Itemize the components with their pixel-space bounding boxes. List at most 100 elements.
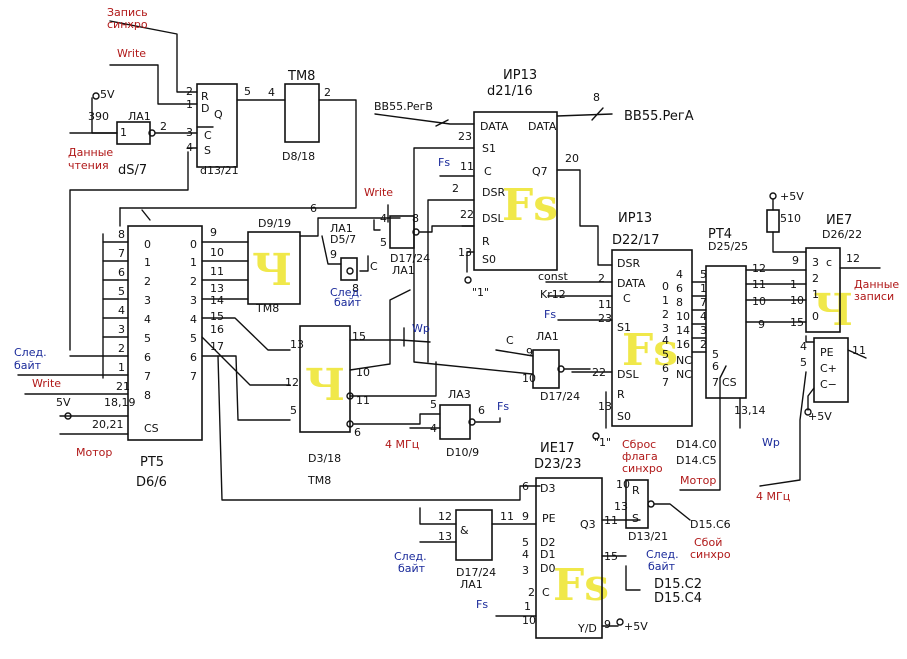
- svg-text:11: 11: [598, 298, 612, 311]
- label-d15-c6: D15.C6: [690, 518, 731, 531]
- svg-text:DSL: DSL: [482, 212, 504, 225]
- svg-text:13: 13: [598, 400, 612, 413]
- svg-text:C−: C−: [820, 378, 837, 391]
- label-write-data-2: записи: [854, 290, 894, 303]
- label-next-byte-mid-2: байт: [334, 296, 362, 309]
- ch4-highlight-a: Ч: [252, 245, 292, 296]
- svg-text:R: R: [201, 90, 209, 103]
- label-read-data: Данные: [68, 146, 113, 159]
- svg-text:8: 8: [352, 282, 359, 295]
- svg-text:7: 7: [118, 247, 125, 260]
- svg-text:10: 10: [210, 246, 224, 259]
- label-5v-plus: +5V: [780, 190, 804, 203]
- svg-text:D: D: [201, 102, 209, 115]
- label-pt5: РТ5: [140, 455, 164, 470]
- svg-text:1: 1: [120, 126, 127, 139]
- svg-text:6: 6: [354, 426, 361, 439]
- svg-text:DATA: DATA: [480, 120, 509, 133]
- label-next-byte-mid: След.: [330, 286, 363, 299]
- svg-text:7: 7: [662, 376, 669, 389]
- tm8-top-chip: 4 2: [268, 83, 331, 143]
- svg-text:12: 12: [438, 510, 452, 523]
- svg-text:C: C: [623, 292, 631, 305]
- label-d15-c4: D15.C4: [654, 591, 702, 606]
- svg-text:7: 7: [700, 296, 707, 309]
- ie7-lower: PE C+ C− 4 5 11: [800, 337, 866, 403]
- svg-text:2: 2: [160, 120, 167, 133]
- label-5v-ie17: +5V: [624, 620, 648, 633]
- svg-text:9: 9: [210, 226, 217, 239]
- svg-text:C: C: [484, 165, 492, 178]
- label-5v-left: 5V: [56, 396, 71, 409]
- svg-text:9: 9: [758, 318, 765, 331]
- svg-text:2: 2: [812, 272, 819, 285]
- label-5v: 5V: [100, 88, 115, 101]
- svg-text:1: 1: [524, 600, 531, 613]
- svg-text:D0: D0: [540, 562, 555, 575]
- label-d22-17: D22/17: [612, 233, 659, 248]
- svg-text:5: 5: [522, 536, 529, 549]
- svg-text:21: 21: [116, 380, 130, 393]
- nand-d17-24: 4 5 8: [380, 212, 420, 249]
- svg-text:20: 20: [565, 152, 579, 165]
- svg-text:DSR: DSR: [482, 186, 505, 199]
- label-d17-24: D17/24: [390, 252, 430, 265]
- label-c-ir: C: [506, 334, 514, 347]
- svg-text:1: 1: [700, 282, 707, 295]
- label-d13-21: d13/21: [200, 164, 239, 177]
- svg-text:13,14: 13,14: [734, 404, 766, 417]
- svg-text:R: R: [482, 235, 490, 248]
- svg-text:8: 8: [118, 228, 125, 241]
- svg-text:8: 8: [593, 91, 600, 104]
- svg-text:0: 0: [662, 280, 669, 293]
- label-la3: ЛА3: [448, 388, 471, 401]
- label-d8-18: D8/18: [282, 150, 315, 163]
- svg-text:3: 3: [144, 294, 151, 307]
- svg-text:9: 9: [792, 254, 799, 267]
- inverter-ln1-top: 1 2: [116, 120, 167, 145]
- svg-text:12: 12: [846, 252, 860, 265]
- svg-text:3: 3: [522, 564, 529, 577]
- svg-text:9: 9: [526, 346, 533, 359]
- label-one-mid: "1": [594, 436, 611, 449]
- svg-text:2: 2: [598, 272, 605, 285]
- svg-text:R: R: [632, 484, 640, 497]
- label-d26-22: D26/22: [822, 228, 862, 241]
- svg-text:23: 23: [598, 312, 612, 325]
- label-4mhz-right: 4 МГц: [756, 490, 790, 503]
- svg-text:15: 15: [352, 330, 366, 343]
- label-d14-c0: D14.C0: [676, 438, 717, 451]
- ch4-highlight-b: Ч: [305, 360, 345, 411]
- svg-text:0: 0: [190, 238, 197, 251]
- resistor-510: [766, 209, 780, 233]
- svg-text:5: 5: [118, 285, 125, 298]
- label-bb55-out: BB55.PeгA: [624, 109, 694, 124]
- and-gate-low: & 12 13 11: [438, 509, 514, 561]
- label-d13-21b: D13/21: [628, 530, 668, 543]
- svg-text:&: &: [460, 524, 469, 537]
- svg-text:D1: D1: [540, 548, 555, 561]
- label-d9-19: D9/19: [258, 217, 291, 230]
- svg-text:4: 4: [522, 548, 529, 561]
- svg-text:4: 4: [268, 86, 275, 99]
- svg-text:8: 8: [676, 296, 683, 309]
- svg-text:5: 5: [144, 332, 151, 345]
- svg-text:8: 8: [144, 389, 151, 402]
- label-d5-7b: D5/7: [330, 233, 356, 246]
- label-d5-7: dS/7: [118, 163, 147, 178]
- svg-text:6: 6: [478, 404, 485, 417]
- svg-text:4: 4: [380, 212, 387, 225]
- label-tm8-mid: ТМ8: [255, 302, 279, 315]
- label-next-byte-left-2: байт: [14, 359, 42, 372]
- label-next-byte-low: След.: [646, 548, 679, 561]
- label-write-sync-2: синхро: [107, 18, 148, 31]
- label-la1-mid: ЛА1: [330, 222, 353, 235]
- svg-text:2: 2: [324, 86, 331, 99]
- svg-text:S1: S1: [482, 142, 496, 155]
- label-reset-flag-2: флага: [622, 450, 658, 463]
- label-motor-right: Мотор: [680, 474, 716, 487]
- svg-text:S: S: [632, 512, 639, 525]
- svg-text:13: 13: [614, 500, 628, 513]
- svg-text:13: 13: [210, 282, 224, 295]
